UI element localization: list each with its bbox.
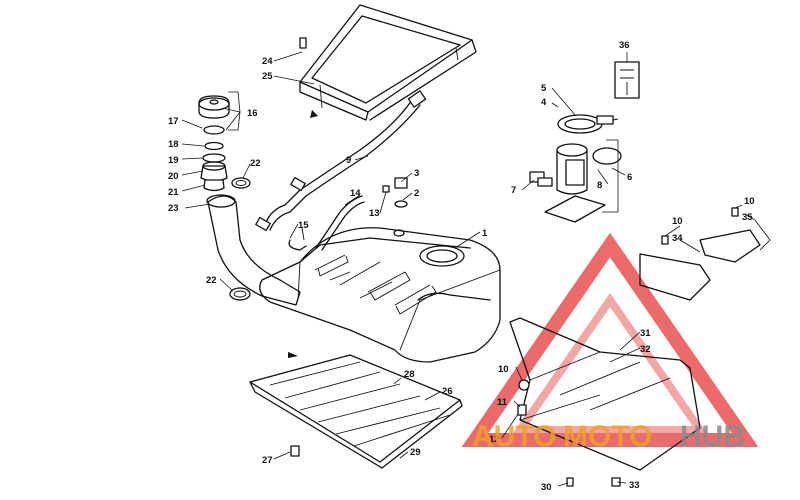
- callout-2: 2: [414, 188, 419, 199]
- callout-18: 18: [168, 139, 179, 150]
- callout-12: 12: [489, 434, 500, 445]
- callout-4: 4: [541, 97, 547, 108]
- callout-10-top: 10: [744, 196, 755, 207]
- fuel-tank: [259, 227, 501, 363]
- callout-23: 23: [168, 203, 179, 214]
- callout-19: 19: [168, 155, 179, 166]
- breather-hose: [315, 195, 365, 251]
- callout-34: 34: [672, 233, 683, 244]
- fuel-sender: [529, 171, 553, 187]
- callout-29: 29: [410, 447, 421, 458]
- callout-numbers: 24 25 1 2 3 13 14 9 15 16 17 18 19 20 21…: [168, 40, 755, 493]
- callout-20: 20: [168, 171, 179, 182]
- watermark-moto: MOTO: [563, 420, 652, 453]
- callout-6: 6: [627, 172, 632, 183]
- filler-neck-hose: [206, 194, 301, 306]
- callout-14: 14: [350, 188, 361, 199]
- callout-28: 28: [404, 369, 415, 380]
- callout-30: 30: [541, 482, 552, 493]
- vent-hose: [255, 90, 427, 232]
- callout-24: 24: [262, 56, 273, 67]
- callout-21: 21: [168, 187, 179, 198]
- callout-32: 32: [640, 344, 651, 355]
- callout-1: 1: [482, 228, 488, 239]
- callout-26: 26: [442, 386, 453, 397]
- callout-27: 27: [262, 455, 273, 466]
- callout-3: 3: [414, 168, 419, 179]
- callout-15: 15: [298, 220, 309, 231]
- rollover-valve: [382, 177, 408, 208]
- callout-7: 7: [511, 185, 516, 196]
- pump-connector: [614, 61, 640, 99]
- fuel-pump-assembly: [544, 114, 622, 223]
- callout-33: 33: [629, 480, 640, 491]
- callout-8: 8: [597, 180, 602, 191]
- callout-11: 11: [497, 397, 508, 408]
- callout-9: 9: [346, 155, 351, 166]
- callout-31: 31: [640, 328, 651, 339]
- callout-5: 5: [541, 83, 547, 94]
- watermark-text: AUTO MOTO HUB: [472, 420, 745, 453]
- small-hose: [288, 227, 307, 251]
- fuel-cap-assembly: [198, 95, 230, 192]
- hose-clamps: [229, 177, 251, 301]
- callout-13: 13: [369, 208, 380, 219]
- leader-lines: [181, 51, 771, 487]
- watermark-logo: [461, 232, 759, 447]
- heat-shield: [509, 229, 761, 471]
- tank-bracket-frame: [299, 4, 477, 121]
- callout-22-bottom: 22: [206, 275, 217, 286]
- callout-17: 17: [168, 116, 179, 127]
- callout-10-low: 10: [498, 364, 509, 375]
- watermark-auto: AUTO: [472, 420, 556, 453]
- callout-22-top: 22: [250, 158, 261, 169]
- callout-10-mid: 10: [672, 216, 683, 227]
- skid-plate: [249, 352, 463, 469]
- callout-36: 36: [619, 40, 630, 51]
- callout-25: 25: [262, 71, 273, 82]
- callout-16: 16: [247, 108, 258, 119]
- watermark-hub: HUB: [680, 420, 745, 453]
- callout-35: 35: [742, 212, 753, 223]
